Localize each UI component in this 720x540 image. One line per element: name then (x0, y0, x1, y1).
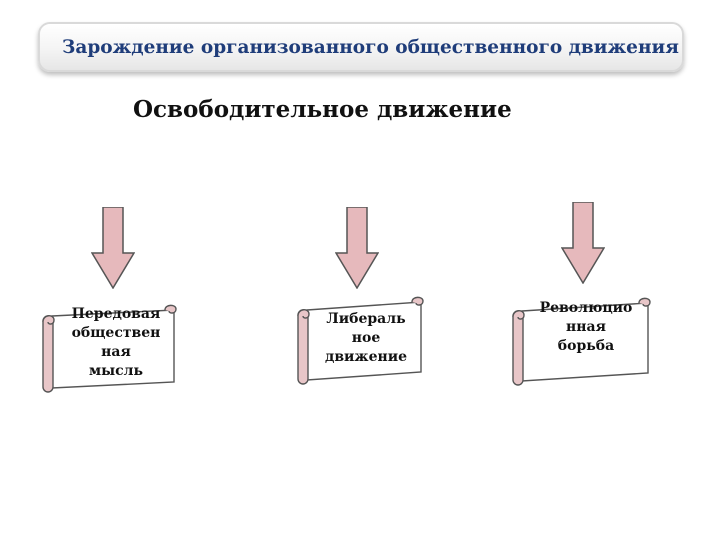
down-arrow-icon (335, 207, 379, 289)
down-arrow-icon (91, 207, 135, 289)
branch-label-2: Либераль ное движение (324, 311, 408, 365)
branch-scroll-1: Передовая обществен ная мысль (40, 302, 180, 394)
scroll-icon (512, 297, 651, 386)
scroll-icon (42, 304, 177, 393)
branch-label-3: Революцио нная борьба (539, 300, 633, 354)
branch-label-1: Передовая обществен ная мысль (71, 306, 161, 379)
down-arrow-icon (561, 202, 605, 284)
title-banner: Зарождение организованного общественного… (38, 22, 684, 72)
branch-scroll-3: Революцио нная борьба (510, 295, 651, 387)
branch-scroll-2: Либераль ное движение (295, 294, 435, 386)
diagram-heading: Освободительное движение (133, 96, 512, 123)
slide-title: Зарождение организованного общественного… (62, 36, 679, 58)
scroll-icon (297, 296, 424, 385)
